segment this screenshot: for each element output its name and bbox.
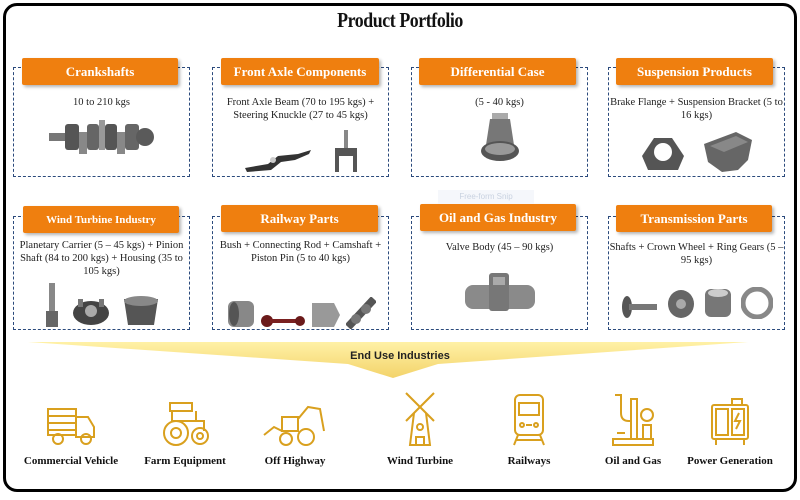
product-desc: Planetary Carrier (5 – 45 kgs) + Pinion … — [19, 240, 184, 277]
industry-label: Wind Turbine — [386, 455, 454, 467]
product-card-oil-gas: Valve Body (45 – 90 kgs) — [411, 216, 588, 330]
backhoe-loader-icon — [263, 405, 325, 446]
industry-commercial-vehicle: Commercial Vehicle — [16, 395, 126, 467]
generator-icon — [711, 398, 749, 445]
industry-label: Farm Equipment — [144, 455, 226, 467]
product-desc: (5 - 40 kgs) — [475, 97, 524, 108]
industry-label: Railways — [507, 455, 551, 467]
industry-label: Power Generation — [687, 455, 773, 467]
product-header-wind-turbine: Wind Turbine Industry — [23, 206, 179, 233]
front-axle-image — [213, 130, 388, 174]
differential-case-image — [412, 113, 587, 163]
product-card-railway: Bush + Connecting Rod + Camshaft + Pisto… — [212, 216, 389, 330]
industry-power-generation: Power Generation — [675, 395, 785, 467]
transmission-parts-image — [609, 283, 784, 319]
product-desc: Front Axle Beam (70 to 195 kgs) + Steeri… — [226, 97, 375, 121]
product-card-crankshafts: 10 to 210 kgs — [13, 67, 190, 177]
valve-body-image — [412, 269, 587, 313]
product-header-front-axle: Front Axle Components — [221, 58, 379, 85]
industry-wind-turbine: Wind Turbine — [365, 392, 475, 467]
truck-icon — [47, 408, 95, 445]
industry-railways: Railways — [474, 394, 584, 467]
end-use-heading: End Use Industries — [350, 350, 450, 362]
product-desc: Bush + Connecting Rod + Camshaft + Pisto… — [219, 240, 382, 264]
suspension-image — [609, 126, 784, 174]
tractor-icon — [163, 402, 209, 446]
product-desc: Valve Body (45 – 90 kgs) — [445, 242, 554, 253]
industry-off-highway: Off Highway — [240, 395, 350, 467]
product-header-railway: Railway Parts — [221, 205, 378, 232]
industry-farm-equipment: Farm Equipment — [130, 395, 240, 467]
product-header-transmission: Transmission Parts — [616, 205, 772, 232]
product-card-suspension: Brake Flange + Suspension Bracket (5 to … — [608, 67, 785, 177]
industry-oil-gas: Oil and Gas — [578, 394, 688, 467]
product-header-crankshafts: Crankshafts — [22, 58, 178, 85]
page-title: Product Portfolio — [337, 8, 463, 32]
product-desc: Brake Flange + Suspension Bracket (5 to … — [610, 97, 783, 121]
end-use-banner — [28, 342, 748, 378]
product-desc: Shafts + Crown Wheel + Ring Gears (5 – 9… — [609, 242, 784, 266]
industry-label: Off Highway — [264, 455, 326, 467]
product-desc: 10 to 210 kgs — [73, 97, 130, 108]
train-icon — [513, 394, 545, 446]
wind-turbine-parts-image — [14, 283, 189, 327]
product-header-differential-case: Differential Case — [419, 58, 576, 85]
product-card-transmission: Shafts + Crown Wheel + Ring Gears (5 – 9… — [608, 216, 785, 330]
railway-parts-image — [213, 295, 388, 329]
product-card-wind-turbine: Planetary Carrier (5 – 45 kgs) + Pinion … — [13, 216, 190, 330]
pipeline-icon — [612, 394, 654, 446]
snip-overlay-label: Free-form Snip — [438, 190, 534, 204]
crankshaft-image — [14, 116, 189, 156]
product-header-suspension: Suspension Products — [616, 58, 773, 85]
windmill-icon — [405, 392, 435, 446]
product-header-oil-gas: Oil and Gas Industry — [420, 204, 576, 231]
industry-label: Commercial Vehicle — [23, 455, 119, 467]
industry-label: Oil and Gas — [604, 455, 662, 467]
